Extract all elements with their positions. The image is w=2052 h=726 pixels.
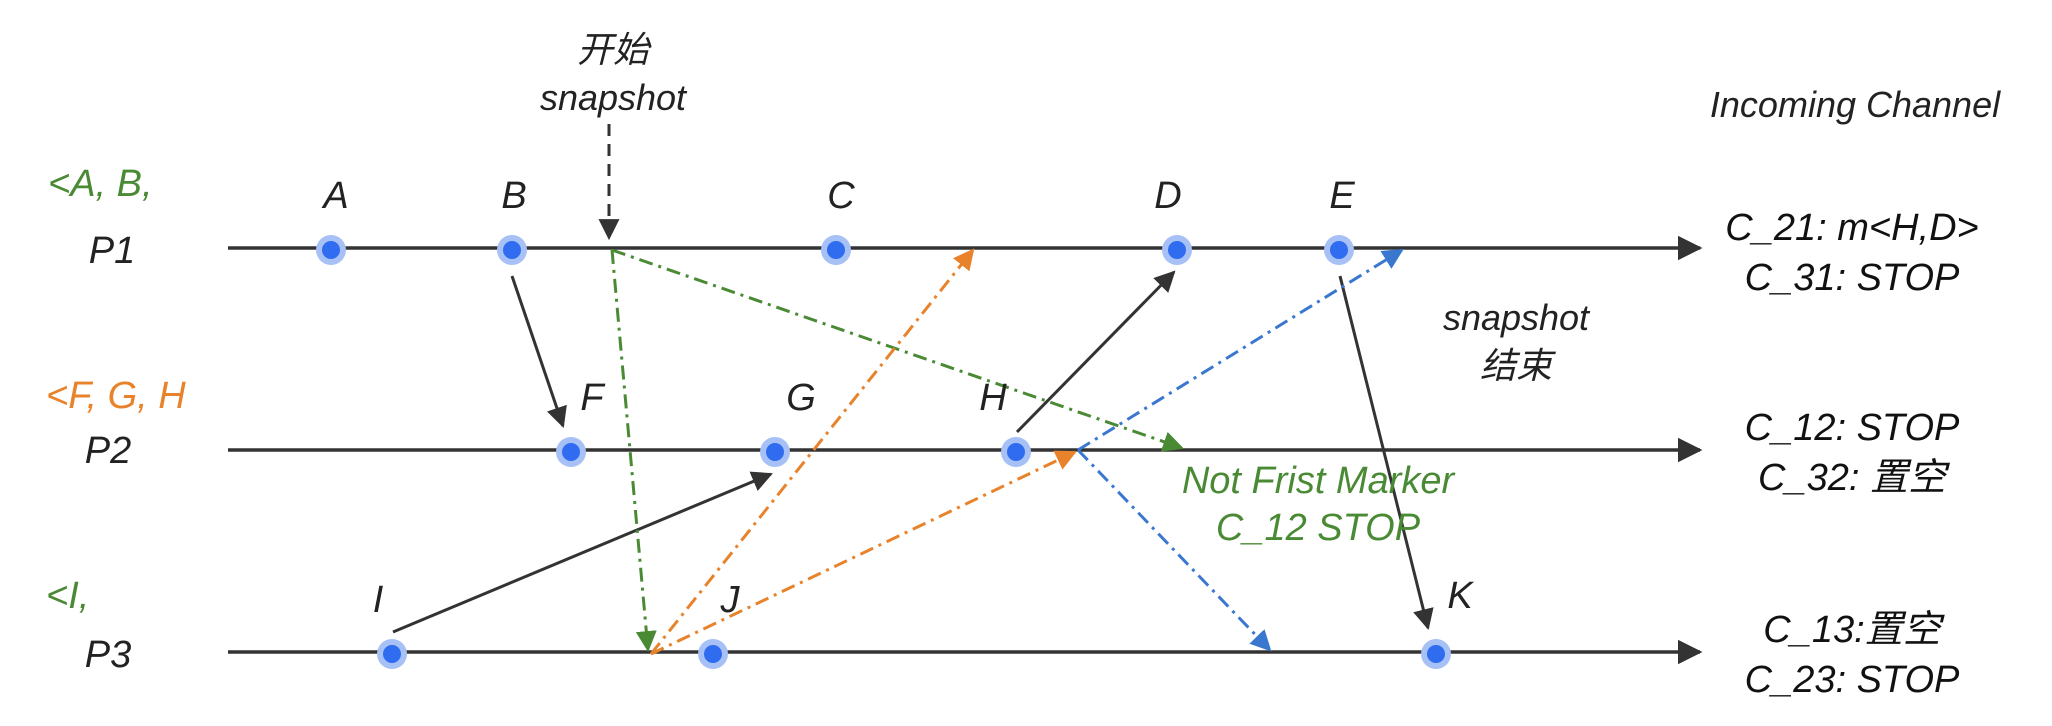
event-h bbox=[1001, 437, 1031, 467]
recorded-state-p3: <I, bbox=[46, 575, 89, 617]
event-g bbox=[760, 437, 790, 467]
event-d bbox=[1162, 235, 1192, 265]
event-label-e: E bbox=[1329, 175, 1355, 217]
recorded-state-p1: <A, B, bbox=[48, 163, 153, 205]
event-label-k: K bbox=[1447, 575, 1474, 617]
event-c bbox=[821, 235, 851, 265]
channel-p2-line-2: C_32: 置空 bbox=[1758, 457, 1951, 499]
event-label-h: H bbox=[979, 377, 1007, 419]
event-label-d: D bbox=[1154, 175, 1181, 217]
message-h-to-d bbox=[1015, 270, 1176, 434]
end-snapshot-label-1: snapshot bbox=[1443, 297, 1591, 338]
marker-p3-to-p2 bbox=[650, 450, 1077, 656]
incoming-channel-header: Incoming Channel bbox=[1710, 84, 2001, 125]
marker-note-line-2: C_12 STOP bbox=[1216, 507, 1421, 549]
event-e bbox=[1324, 235, 1354, 265]
process-label-p2: P2 bbox=[85, 430, 131, 472]
event-j bbox=[698, 639, 728, 669]
marker-p1-to-p3 bbox=[610, 249, 657, 653]
event-k bbox=[1421, 639, 1451, 669]
event-label-f: F bbox=[580, 377, 605, 419]
end-snapshot-label-2: 结束 bbox=[1480, 345, 1556, 386]
marker-p1-to-p2 bbox=[611, 248, 1184, 452]
marker-p3-to-p1 bbox=[649, 248, 975, 655]
start-snapshot-label-1: 开始 bbox=[577, 29, 652, 70]
marker-p2-to-p1 bbox=[1077, 248, 1404, 452]
event-label-i: I bbox=[373, 579, 384, 621]
event-label-a: A bbox=[321, 175, 348, 217]
process-label-p1: P1 bbox=[89, 230, 135, 272]
recorded-state-p2: <F, G, H bbox=[46, 375, 186, 417]
marker-p2-to-p3 bbox=[1076, 448, 1272, 652]
event-label-j: J bbox=[720, 579, 741, 621]
channel-p1-line-2: C_31: STOP bbox=[1745, 257, 1960, 299]
channel-p1-line-1: C_21: m<H,D> bbox=[1725, 207, 1978, 249]
channel-p2-line-1: C_12: STOP bbox=[1745, 407, 1960, 449]
event-b bbox=[497, 235, 527, 265]
message-e-to-k bbox=[1338, 275, 1434, 631]
channel-p3-line-1: C_13:置空 bbox=[1763, 609, 1945, 651]
start-snapshot-label-2: snapshot bbox=[540, 77, 688, 118]
marker-note-line-1: Not Frist Marker bbox=[1182, 460, 1456, 502]
event-label-g: G bbox=[786, 377, 816, 419]
event-label-b: B bbox=[501, 175, 526, 217]
channel-p3-line-2: C_23: STOP bbox=[1745, 659, 1960, 701]
process-label-p3: P3 bbox=[85, 634, 131, 676]
event-a bbox=[316, 235, 346, 265]
message-b-to-f bbox=[510, 275, 567, 428]
event-label-c: C bbox=[827, 175, 855, 217]
event-f bbox=[556, 437, 586, 467]
message-i-to-g bbox=[392, 471, 773, 634]
event-i bbox=[377, 639, 407, 669]
